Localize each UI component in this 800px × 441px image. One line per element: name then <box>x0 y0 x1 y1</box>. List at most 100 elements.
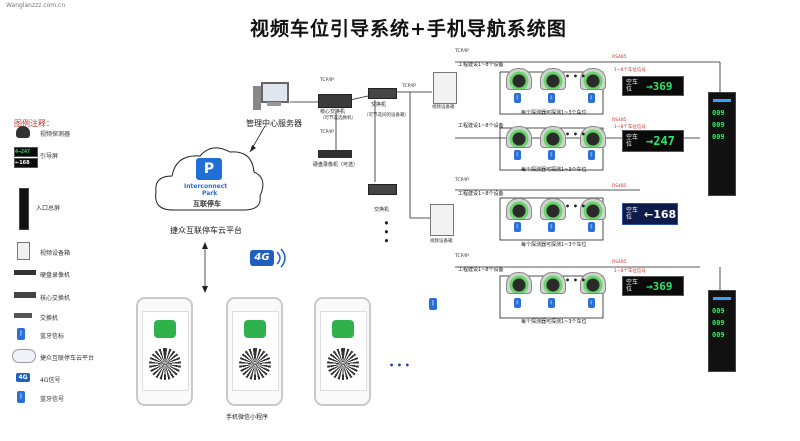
row2-rs485: RS485 <box>612 118 627 123</box>
legend-cloud-icon <box>12 349 36 363</box>
phones-caption: 手机微信小程序 <box>226 414 269 421</box>
legend-label-led: 引导屏 <box>40 153 59 160</box>
row1-tcpip: TCP/IP <box>455 49 469 54</box>
tcpip-label-1: TCP/IP <box>320 78 334 83</box>
phone-1 <box>136 297 193 406</box>
watermark: Wanglanzzz.com.cn <box>6 2 66 9</box>
legend-label-camera: 视频探测器 <box>40 131 71 138</box>
legend-label-entrance: 入口总屏 <box>36 205 61 212</box>
qr-code-icon <box>239 348 271 380</box>
legend-bt-signal-icon: ᛒ <box>17 391 25 403</box>
wechat-icon <box>154 320 176 338</box>
row3-rs485: RS485 <box>612 184 627 189</box>
row2-dots: • • • <box>565 130 586 139</box>
nvr-icon <box>318 150 352 158</box>
legend-entrance-icon <box>19 188 29 230</box>
server-label: 管理中心服务器 <box>246 119 302 128</box>
row4-caption: 每个探测器可探测1~3个车位 <box>521 319 587 325</box>
row2-signal: 1~8个车位信号 <box>614 125 646 130</box>
camera-icon <box>580 198 606 220</box>
legend-label-bt-signal: 蓝牙信号 <box>40 396 65 403</box>
camera-icon <box>540 68 566 90</box>
legend-label-core-switch: 核心交换机 <box>40 295 71 302</box>
switch2-label: 交换机 <box>374 207 390 213</box>
cloud-brand1: Interconnect <box>184 183 228 190</box>
phone-3 <box>314 297 371 406</box>
row1-build: 工程建设1~8个设备 <box>458 62 504 68</box>
camera-icon <box>540 126 566 148</box>
row1-caption: 每个探测器可探测1~3个车位 <box>521 110 587 116</box>
camera-icon <box>506 198 532 220</box>
row2-build: 工程建设1~8个设备 <box>458 123 504 129</box>
bluetooth-beacon-icon: ᛒ <box>514 222 521 232</box>
bt-signal-icon: ᛒ <box>429 298 437 310</box>
qr-code-icon <box>327 348 359 380</box>
row3-led-display: 空车位 ←168 <box>622 203 678 225</box>
row4-led-display: 空车位 →369 <box>622 276 684 296</box>
bluetooth-beacon-icon: ᛒ <box>548 150 555 160</box>
row3-caption: 每个探测器可探测1~3个车位 <box>521 242 587 248</box>
tcpip-label-2: TCP/IP <box>402 84 416 89</box>
bluetooth-beacon-icon: ᛒ <box>588 93 595 103</box>
cloud-brand-cn: 互联停车 <box>193 200 221 208</box>
camera-icon <box>580 68 606 90</box>
core-switch-sub: （可节选选换机） <box>320 116 356 121</box>
row1-led-display: 空车位 →369 <box>622 76 684 96</box>
legend-label-nvr: 硬盘录像机 <box>40 272 71 279</box>
bluetooth-beacon-icon: ᛒ <box>588 222 595 232</box>
row3-build: 工程建设1~8个设备 <box>458 191 504 197</box>
row4-build: 工程建设1~8个设备 <box>458 267 504 273</box>
core-switch-icon <box>318 94 352 108</box>
bluetooth-beacon-icon: ᛒ <box>514 150 521 160</box>
row4-signal: 1~8个车位信号 <box>614 269 646 274</box>
row3-tcpip: TCP/IP <box>455 178 469 183</box>
bluetooth-beacon-icon: ᛒ <box>588 298 595 308</box>
row1-signal: 1~8个车位信号 <box>614 68 646 73</box>
core-switch-label: 核心交换机 <box>320 109 346 115</box>
legend-label-beacon: 蓝牙信标 <box>40 333 65 340</box>
bluetooth-beacon-icon: ᛒ <box>514 298 521 308</box>
server-icon <box>253 80 289 112</box>
row2-led-display: 空车位 →247 <box>622 130 684 152</box>
entrance-display-2: 009 009 009 <box>708 290 736 372</box>
legend-title: 图例注释： <box>14 119 54 128</box>
legend-nvr-icon <box>14 270 36 275</box>
legend-label-switch: 交换机 <box>40 315 59 322</box>
4g-signal-icon: 4G <box>250 250 274 266</box>
legend-camera-icon <box>16 126 30 138</box>
legend-devbox-icon <box>17 242 30 260</box>
camera-icon <box>580 126 606 148</box>
phones-more-dots: • • • <box>389 361 410 370</box>
row2-caption: 每个探测器可探测1~3个车位 <box>521 167 587 173</box>
switch-label: 交换机 <box>371 102 387 108</box>
diagram-title: 视频车位引导系统+手机导航系统图 <box>250 18 567 40</box>
camera-icon <box>580 272 606 294</box>
wechat-icon <box>332 320 354 338</box>
row4-tcpip: TCP/IP <box>455 254 469 259</box>
park-logo-icon: P <box>196 158 222 180</box>
row1-rs485: RS485 <box>612 55 627 60</box>
bluetooth-beacon-icon: ᛒ <box>548 222 555 232</box>
row4-dots: • • • <box>565 276 586 285</box>
legend-label-devbox: 视频设备箱 <box>40 250 71 257</box>
bluetooth-beacon-icon: ᛒ <box>514 93 521 103</box>
device-box-1 <box>433 72 457 104</box>
device-box-2-label: 视频设备箱 <box>430 239 453 244</box>
entrance-display-1: 009 009 009 <box>708 92 736 196</box>
legend-led-icon: 4→247 <box>14 147 38 157</box>
legend-switch-icon <box>14 313 32 318</box>
nvr-label: 硬盘录像机（可选） <box>313 162 359 168</box>
legend-core-switch-icon <box>14 292 36 298</box>
bluetooth-beacon-icon: ᛒ <box>548 93 555 103</box>
bluetooth-beacon-icon: ᛒ <box>588 150 595 160</box>
legend-beacon-icon: ᛒ <box>17 328 25 340</box>
phone-2 <box>226 297 283 406</box>
camera-icon <box>506 68 532 90</box>
legend-label-cloud: 捷众互联停车云平台 <box>40 355 95 362</box>
switch-more-dots: • • • <box>380 220 390 244</box>
cloud-brand2: Park <box>202 190 218 197</box>
row1-dots: • • • <box>565 72 586 81</box>
camera-icon <box>506 272 532 294</box>
signal-waves-icon <box>276 248 286 268</box>
